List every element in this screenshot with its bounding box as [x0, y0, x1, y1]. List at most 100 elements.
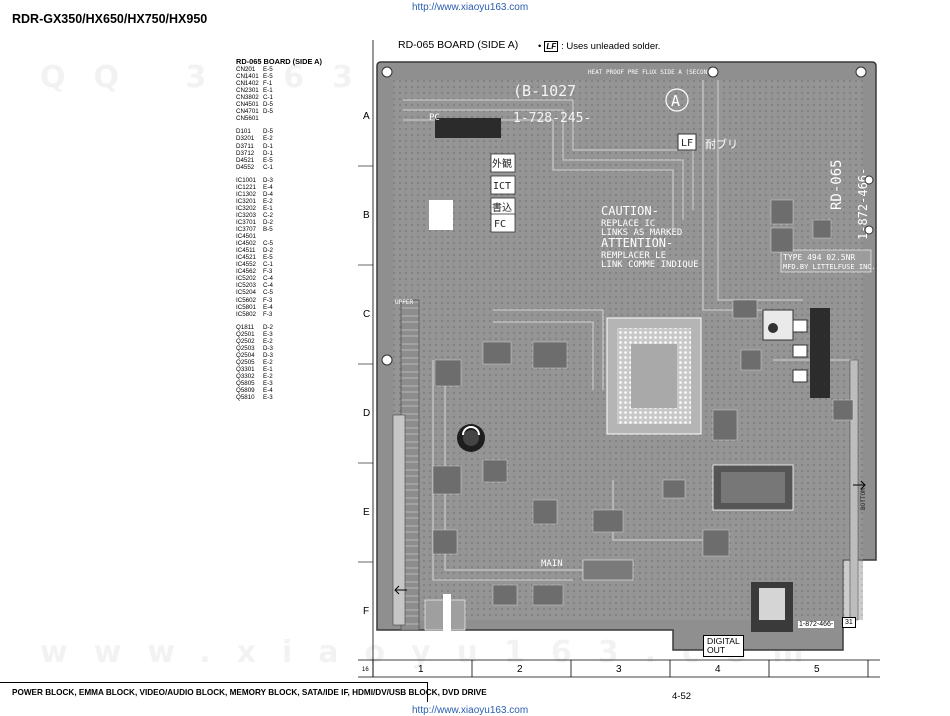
part-ref: Q5810	[236, 394, 255, 402]
part-location: D-3	[263, 176, 273, 184]
digital-out-label: DIGITAL OUT	[703, 635, 744, 657]
part-ref: IC5801	[236, 303, 256, 311]
part-location: D-1	[263, 142, 273, 150]
pcb-heat-proof: HEAT PROOF PRE FLUX SIDE A (SECOND)	[588, 69, 714, 76]
bottom-url-link[interactable]: http://www.xiaoyu163.com	[412, 705, 529, 716]
pcb-main-label: MAIN	[541, 559, 563, 569]
part-ref: Q5805	[236, 380, 255, 388]
part-ref: CN5601	[236, 115, 259, 123]
part-location: E-5	[263, 254, 273, 262]
part-ref: Q2504	[236, 351, 255, 359]
grid-column-label: 5	[814, 664, 820, 675]
pcb-kanji-write: 書込	[492, 201, 512, 214]
pcb-caution-line: REPLACE IC	[601, 219, 655, 229]
pcb-caution-line: ATTENTION-	[601, 236, 673, 250]
part-location: E-4	[263, 183, 273, 191]
part-location: F-3	[263, 296, 273, 304]
part-ref: IC4552	[236, 261, 256, 269]
parts-list-row: Q3302 E-2	[236, 373, 322, 380]
part-ref: IC4562	[236, 268, 256, 276]
grid-row-label: E	[363, 507, 370, 518]
part-location: E-2	[263, 372, 273, 380]
part-location: D-3	[263, 351, 273, 359]
part-location: D-2	[263, 323, 273, 331]
part-location: D-5	[263, 101, 273, 109]
grid-corner-number: 16	[362, 667, 369, 673]
part-ref: D3201	[236, 135, 255, 143]
pcb-pc-mark: PC	[429, 113, 440, 123]
parts-list-row: IC1302 D-4	[236, 191, 322, 198]
grid-row-label: F	[363, 606, 370, 617]
part-location: E-4	[263, 303, 273, 311]
part-ref: IC3701	[236, 218, 256, 226]
pcb-board-id: 1-728-245-	[513, 111, 591, 126]
pcb-side-letter: A	[671, 92, 680, 110]
part-ref: IC1221	[236, 183, 256, 191]
lf-legend: • LF : Uses unleaded solder.	[538, 41, 660, 52]
part-ref: IC5203	[236, 282, 256, 290]
pcb-fuse-note: TYPE 494 02.5NR	[783, 253, 855, 262]
page-number: 4-52	[672, 691, 692, 702]
part-ref: D3711	[236, 142, 254, 150]
parts-list-row: IC1221 E-4	[236, 184, 322, 191]
part-location: E-3	[263, 330, 273, 338]
pcb-caution-line: CAUTION-	[601, 204, 659, 218]
part-ref: IC5204	[236, 289, 256, 297]
part-ref: IC3707	[236, 226, 256, 234]
part-ref: Q2502	[236, 337, 255, 345]
pcb-lf-mark: LF	[681, 138, 693, 149]
part-ref: Q3302	[236, 372, 255, 380]
part-ref: IC3203	[236, 211, 256, 219]
parts-list-row: IC4562 F-3	[236, 268, 322, 275]
block-list-footer: POWER BLOCK, EMMA BLOCK, VIDEO/AUDIO BLO…	[0, 682, 487, 702]
board-title: RD-065 BOARD (SIDE A)	[398, 39, 519, 51]
parts-list-row: IC5801 E-4	[236, 304, 322, 311]
grid-column-label: 3	[616, 664, 622, 675]
arrow-left-icon	[394, 585, 407, 595]
digital-out-line: DIGITAL	[707, 636, 740, 646]
part-ref: IC1302	[236, 190, 256, 198]
part-ref: CN2301	[236, 87, 259, 95]
part-location: C-4	[263, 282, 273, 290]
part-location: F-3	[263, 268, 273, 276]
part-location: E-2	[263, 337, 273, 345]
part-location: E-3	[263, 394, 273, 402]
pcb-board-code: (B-1027	[513, 82, 576, 100]
part-location: E-5	[263, 73, 273, 81]
top-url-link[interactable]: http://www.xiaoyu163.com	[412, 2, 529, 13]
part-location: D-4	[263, 190, 273, 198]
pcb-vertical-id2: 1-872-466-	[856, 168, 870, 240]
part-ref: CN201	[236, 66, 256, 74]
part-location: D-1	[263, 149, 273, 157]
part-ref: IC3201	[236, 197, 256, 205]
part-location: C-5	[263, 289, 273, 297]
part-location: E-1	[263, 87, 273, 95]
part-ref: Q2503	[236, 344, 255, 352]
grid-row-label: D	[363, 408, 371, 419]
part-ref: IC3202	[236, 204, 256, 212]
pcb-kanji-exterior: 外観	[492, 157, 512, 170]
part-ref: D4521	[236, 156, 255, 164]
pcb-fc-label: FC	[494, 219, 506, 230]
part-location: C-1	[263, 94, 273, 102]
part-ref: IC4521	[236, 254, 256, 262]
